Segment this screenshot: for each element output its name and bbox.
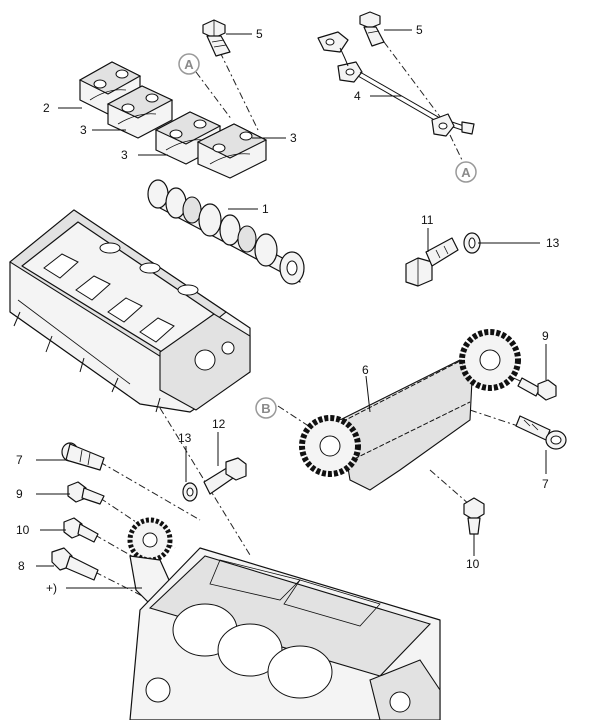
callout-5-right: 5 (416, 23, 423, 37)
bolt-9-left (67, 481, 105, 505)
callout-7-left: 7 (16, 453, 23, 467)
bolt-10-left (63, 517, 99, 543)
callout-2: 2 (43, 101, 50, 115)
bolt-5-left (202, 19, 231, 57)
callout-13-top: 13 (546, 236, 560, 250)
callout-13-middle: 13 (178, 431, 192, 445)
leader-lines (36, 29, 547, 589)
callout-sealant: +) (46, 581, 57, 595)
oil-feed-pipe-4 (317, 31, 475, 137)
callout-12: 12 (212, 417, 226, 431)
callout-3-c: 3 (290, 131, 297, 145)
reference-b-label: B (261, 401, 270, 416)
callout-9-left: 9 (16, 487, 23, 501)
callout-5-left: 5 (256, 27, 263, 41)
callout-11: 11 (421, 213, 434, 227)
bolt-12 (203, 457, 247, 495)
callout-10-left: 10 (16, 523, 30, 537)
reference-a-right: A (455, 161, 477, 183)
engine-block (129, 547, 441, 720)
callout-10-right: 10 (466, 557, 480, 571)
camshaft-1 (147, 179, 305, 285)
cylinder-head (9, 209, 251, 413)
bolt-5-right (359, 11, 385, 47)
reference-a-right-label: A (461, 165, 471, 180)
callout-3-b: 3 (121, 148, 128, 162)
callout-labels: 5 2 3 3 3 5 4 1 11 13 6 9 7 10 12 13 7 9… (16, 23, 560, 595)
reference-a-top: A (178, 53, 200, 75)
bearing-cap-3c (196, 123, 268, 179)
timing-chain-6 (299, 329, 521, 491)
callout-4: 4 (354, 89, 361, 103)
reference-b: B (255, 397, 277, 419)
bolt-7-right (515, 415, 567, 450)
callout-3-a: 3 (80, 123, 87, 137)
bolt-11 (405, 237, 459, 287)
bolt-8-left (51, 547, 99, 581)
reference-a-top-label: A (184, 57, 194, 72)
bolt-7-left (61, 442, 105, 471)
bearing-cap-3a (106, 85, 174, 139)
callout-1: 1 (262, 202, 269, 216)
washer-13-top (463, 232, 481, 254)
washer-13-middle (182, 482, 198, 502)
bolt-9-right (517, 377, 557, 401)
callout-7-right: 7 (542, 477, 549, 491)
bolt-10-right (463, 497, 485, 535)
callout-6: 6 (362, 363, 369, 377)
callout-9-right: 9 (542, 329, 549, 343)
callout-8: 8 (18, 559, 25, 573)
